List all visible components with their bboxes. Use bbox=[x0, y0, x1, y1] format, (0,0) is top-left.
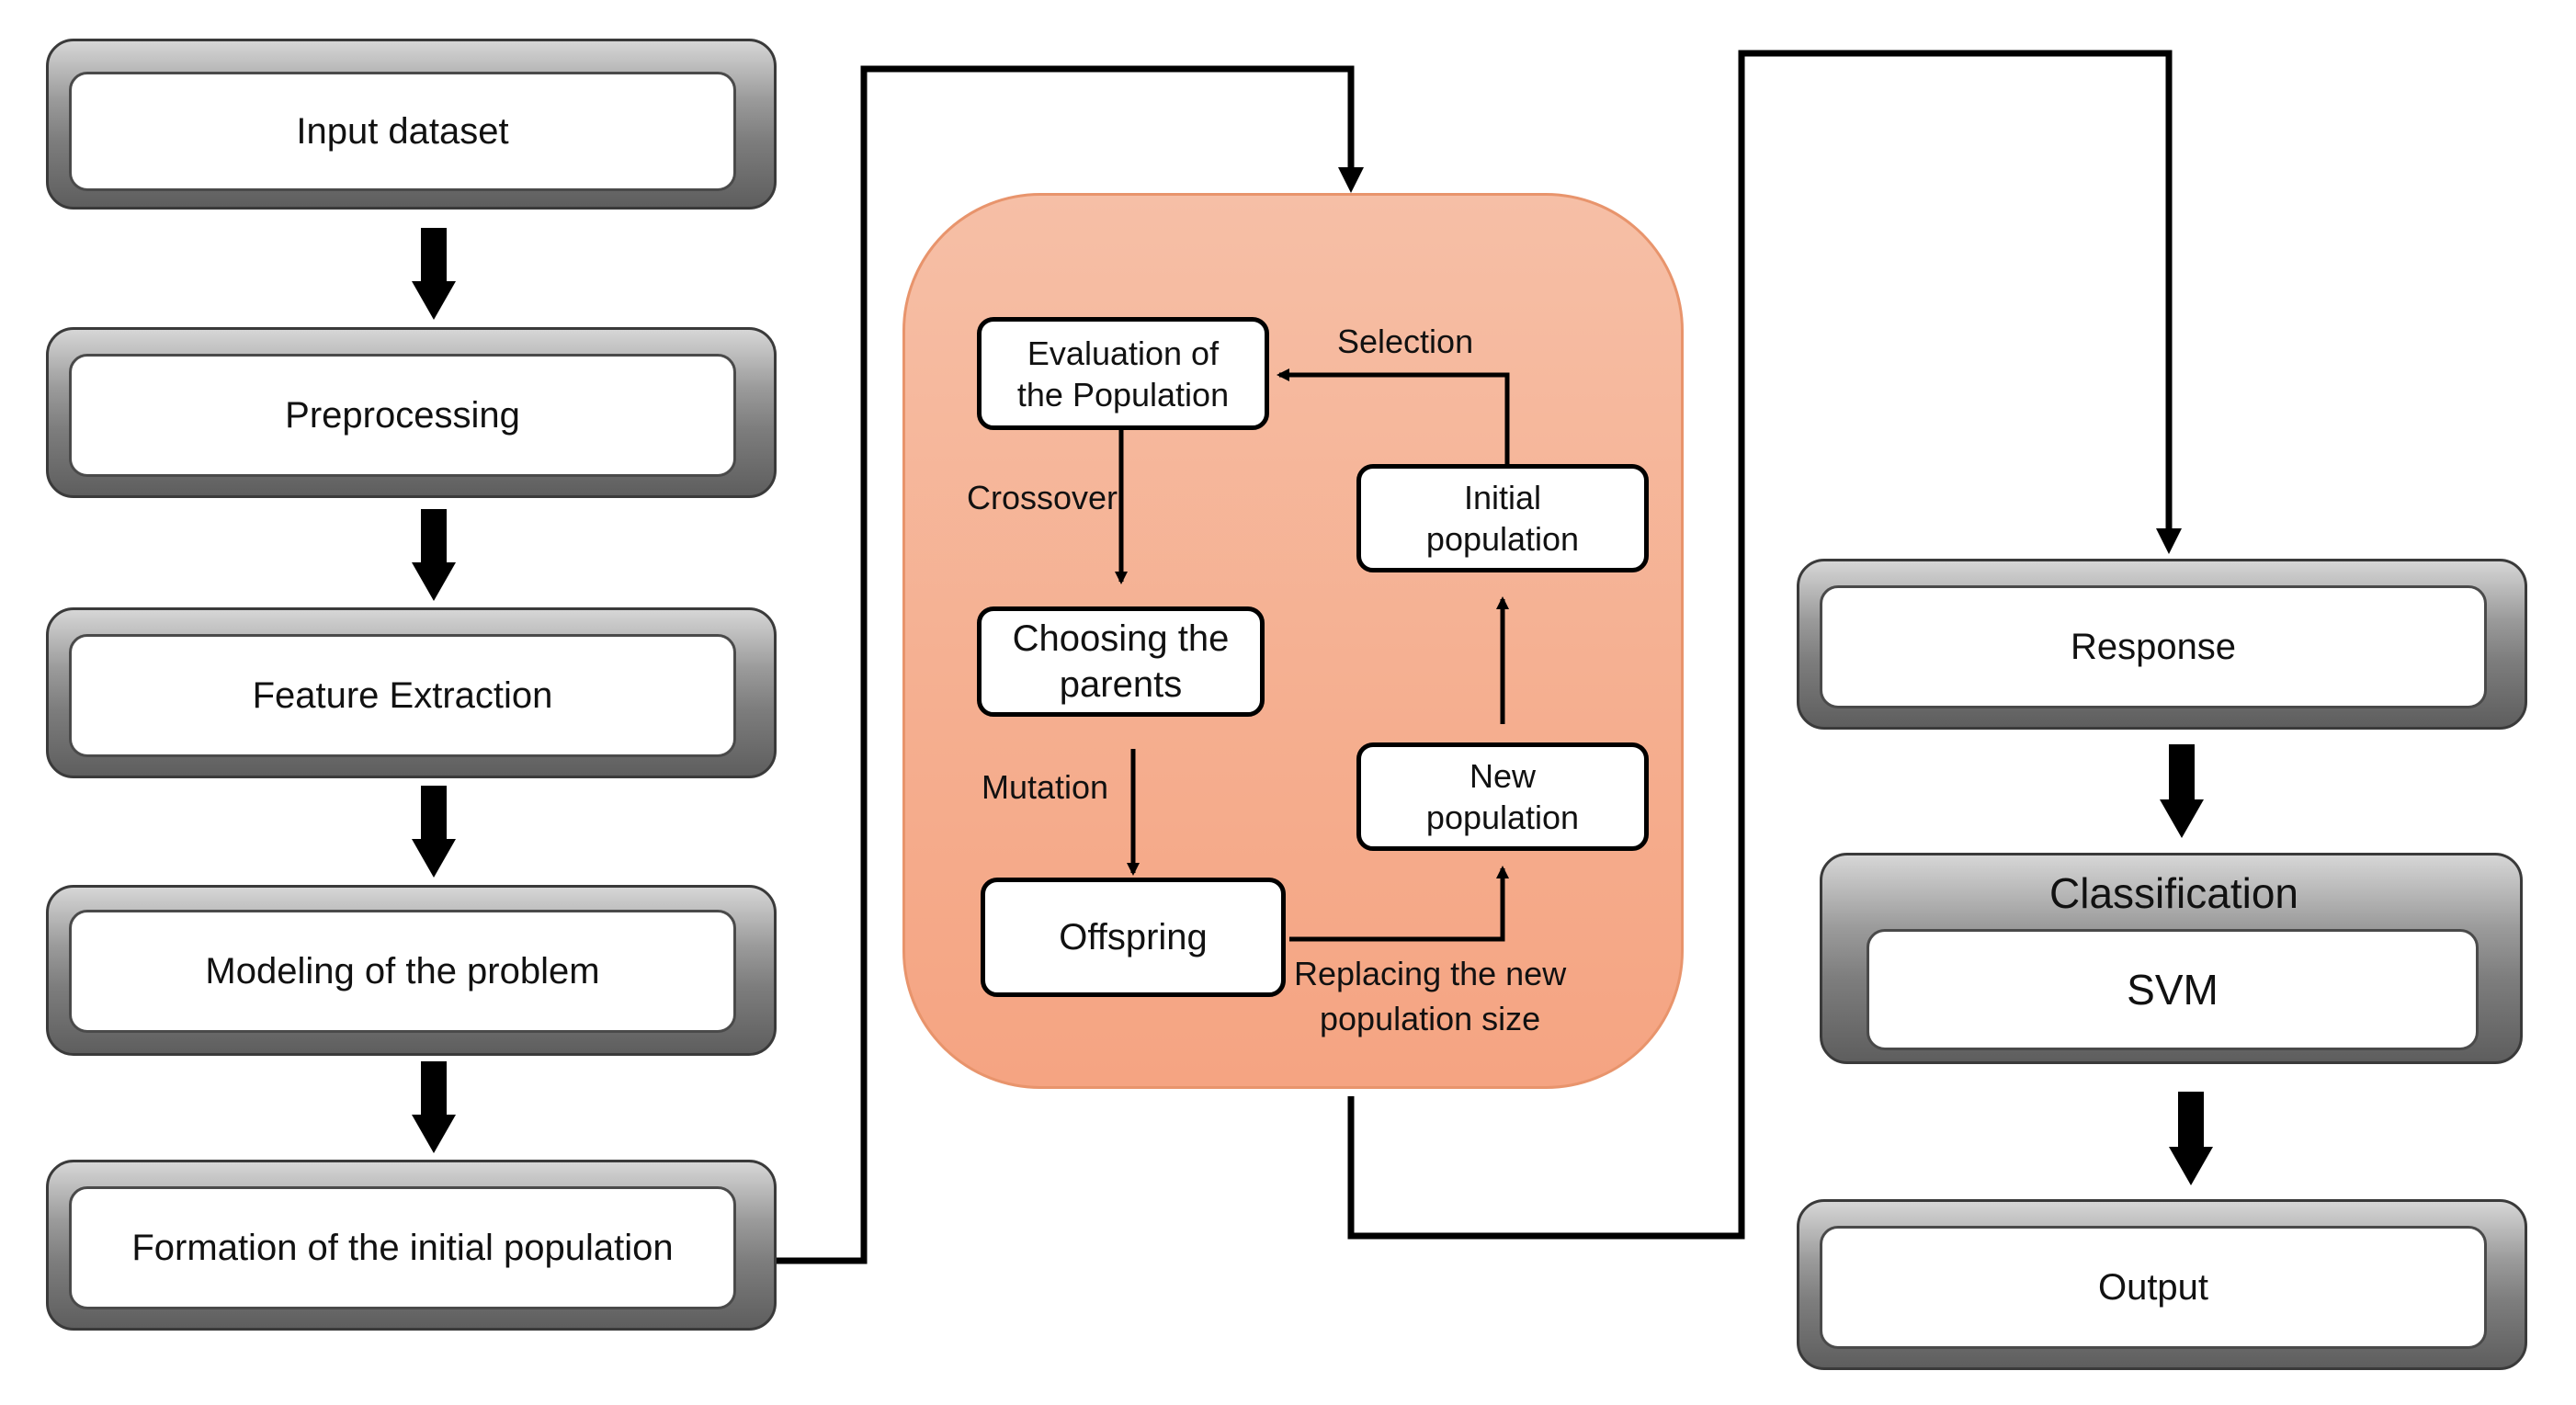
modeling-label: Modeling of the problem bbox=[205, 950, 600, 991]
preprocessing-label: Preprocessing bbox=[285, 394, 520, 436]
selection-label: Selection bbox=[1337, 323, 1474, 360]
svm-box: SVM bbox=[1867, 929, 2479, 1050]
output-label: Output bbox=[2097, 1266, 2209, 1308]
response-label: Response bbox=[2070, 626, 2237, 667]
output-box: Output bbox=[1820, 1226, 2487, 1349]
initial-population-label: Initial population bbox=[1425, 479, 1580, 558]
classification-frame: Classification SVM bbox=[1820, 853, 2523, 1064]
new-population-box: New population bbox=[1356, 742, 1649, 851]
new-population-label: New population bbox=[1425, 757, 1580, 836]
response-box: Response bbox=[1820, 585, 2487, 708]
initial-population-box: Initial population bbox=[1356, 464, 1649, 572]
connector-formation-to-ga bbox=[777, 65, 1355, 1264]
crossover-label: Crossover bbox=[967, 479, 1118, 516]
preprocessing-frame: Preprocessing bbox=[46, 327, 777, 498]
formation-box: Formation of the initial population bbox=[69, 1186, 736, 1309]
feature-extraction-label: Feature Extraction bbox=[252, 674, 553, 716]
output-frame: Output bbox=[1797, 1199, 2527, 1370]
feature-extraction-frame: Feature Extraction bbox=[46, 607, 777, 778]
formation-label: Formation of the initial population bbox=[131, 1227, 674, 1268]
replacing-label: Replacing the new population size bbox=[1294, 955, 1567, 1037]
modeling-box: Modeling of the problem bbox=[69, 910, 736, 1033]
evaluation-label: Evaluation of the Population bbox=[1016, 334, 1230, 414]
modeling-frame: Modeling of the problem bbox=[46, 885, 777, 1056]
mutation-label: Mutation bbox=[982, 768, 1109, 806]
offspring-label: Offspring bbox=[1059, 917, 1208, 957]
choosing-parents-label: Choosing the parents bbox=[1012, 618, 1230, 705]
preprocessing-box: Preprocessing bbox=[69, 354, 736, 477]
input-dataset-box: Input dataset bbox=[69, 72, 736, 191]
pipeline-arrows bbox=[412, 228, 456, 1153]
input-dataset-frame: Input dataset bbox=[46, 39, 777, 210]
response-frame: Response bbox=[1797, 559, 2527, 730]
evaluation-box: Evaluation of the Population bbox=[977, 317, 1269, 430]
choosing-parents-box: Choosing the parents bbox=[977, 606, 1265, 717]
svm-label: SVM bbox=[2127, 966, 2219, 1014]
feature-extraction-box: Feature Extraction bbox=[69, 634, 736, 757]
result-arrows bbox=[2160, 744, 2213, 1185]
classification-title: Classification bbox=[2049, 869, 2298, 917]
connector-ga-to-response bbox=[1347, 50, 2173, 1240]
input-dataset-label: Input dataset bbox=[296, 110, 509, 152]
formation-frame: Formation of the initial population bbox=[46, 1160, 777, 1331]
offspring-box: Offspring bbox=[981, 878, 1286, 997]
